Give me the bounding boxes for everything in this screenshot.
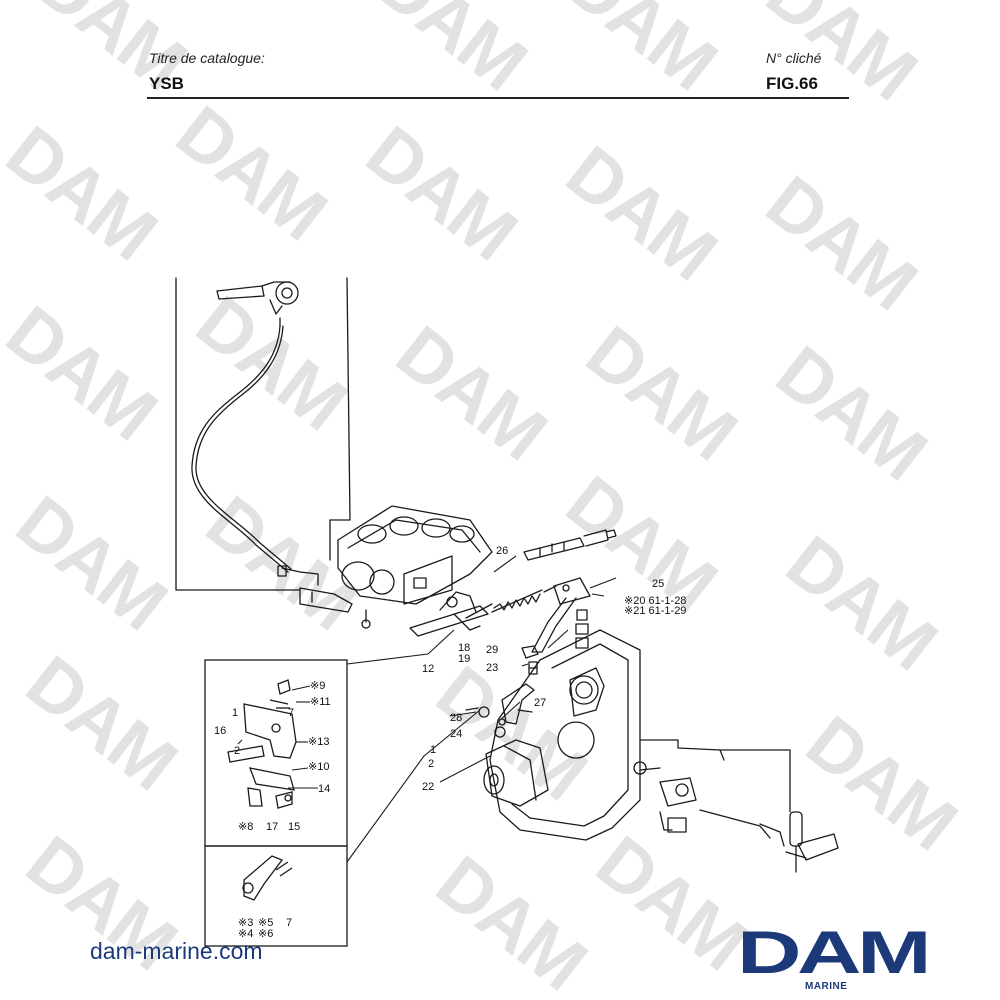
callout-26: 26 (496, 545, 508, 557)
plate-label: N° cliché (766, 50, 822, 66)
site-url[interactable]: dam-marine.com (90, 938, 263, 964)
control-lever-assembly (409, 591, 493, 637)
callout-1: 1 (232, 707, 238, 719)
callout-20: ※20 61-1-28 (624, 595, 686, 607)
callout-29: 29 (486, 644, 498, 656)
callout-25: 25 (652, 578, 664, 590)
catalog-value: YSB (149, 74, 184, 93)
callout-2b: 2 (428, 758, 434, 770)
callout-10: ※10 (308, 761, 329, 773)
callout-13: ※13 (308, 736, 329, 748)
callout-24: 24 (450, 728, 462, 740)
callout-7b: 7 (286, 917, 292, 929)
callout-4: ※4 (238, 928, 253, 940)
callout-12: 12 (422, 663, 434, 675)
callout-8: ※8 (238, 821, 253, 833)
callout-21: ※21 61-1-29 (624, 605, 686, 617)
logo-text: DAM (737, 925, 927, 977)
callout-5: ※5 (258, 917, 273, 929)
adjusting-bolt (523, 529, 617, 561)
right-linkage (633, 739, 839, 873)
detail-inset-lever (204, 845, 348, 947)
callout-18: 18 (458, 642, 470, 654)
callout-6: ※6 (258, 928, 273, 940)
callout-23: 23 (486, 662, 498, 674)
callout-27: 27 (534, 697, 546, 709)
logo-subtitle: MARINE (805, 981, 848, 992)
pump-control-lever (465, 683, 535, 726)
frame-line (329, 277, 351, 561)
frame-line (175, 277, 301, 591)
callout-11: ※11 (310, 696, 331, 708)
callout-17: 17 (266, 821, 278, 833)
callout-7a: 7 (288, 707, 294, 719)
nut-stack (521, 645, 539, 675)
callout-15: 15 (288, 821, 300, 833)
cable-clamp-bracket (277, 565, 371, 629)
injection-pump (483, 726, 549, 807)
callout-9: ※9 (310, 680, 325, 692)
detail-inset-bracket (204, 659, 348, 847)
callout-22: 22 (422, 781, 434, 793)
leader-lines (237, 555, 617, 863)
cylinder-head (337, 505, 493, 605)
callout-14: 14 (318, 783, 330, 795)
callout-1b: 1 (430, 744, 436, 756)
callout-19: 19 (458, 653, 470, 665)
spacer-stack (575, 609, 589, 649)
control-cable (191, 325, 289, 573)
governor-spring (491, 585, 557, 613)
plate-value: FIG.66 (766, 74, 818, 93)
callout-28: 28 (450, 712, 462, 724)
header-rule (147, 97, 849, 99)
callout-3: ※3 (238, 917, 253, 929)
catalog-label: Titre de catalogue: (149, 50, 265, 66)
callout-labels: 26 25 ※20 61-1-28 ※21 61-1-29 18 19 29 2… (214, 545, 686, 940)
callout-2: 2 (234, 745, 240, 757)
remote-control-lever (216, 281, 299, 327)
callout-16: 16 (214, 725, 226, 737)
dam-marine-logo: DAM (737, 925, 927, 977)
speed-control-lever (531, 577, 591, 653)
gear-case-housing (489, 629, 641, 841)
control-cable (195, 325, 292, 570)
